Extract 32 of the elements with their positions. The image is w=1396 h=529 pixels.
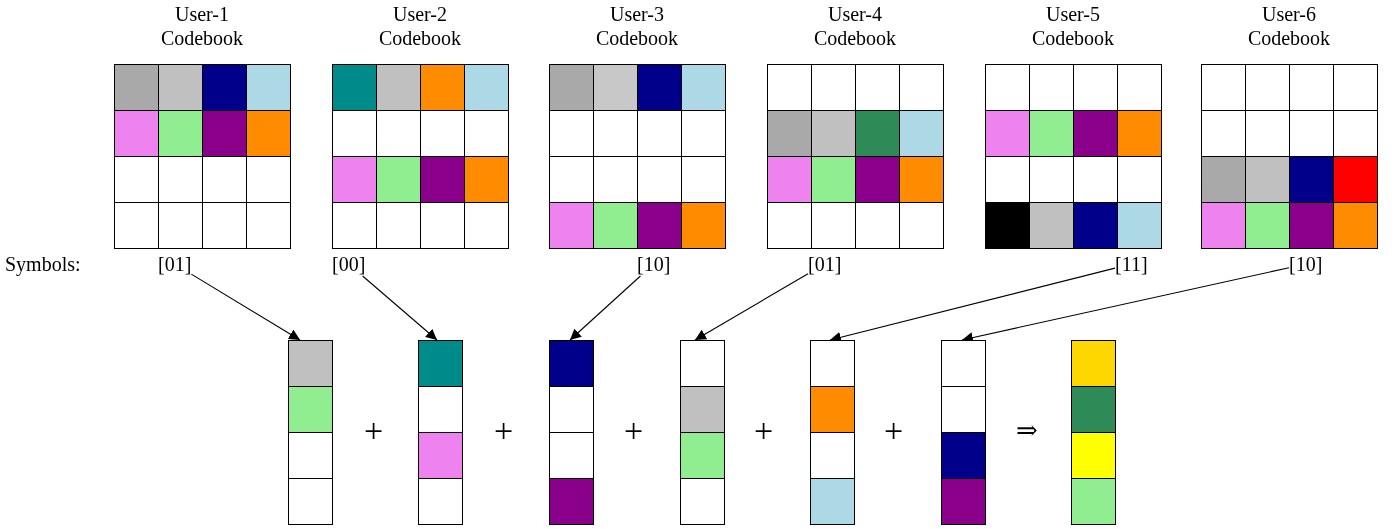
codebook-title: User-3 Codebook xyxy=(594,2,680,50)
symbol-label: [10] xyxy=(637,252,671,276)
plus-sign: + xyxy=(494,414,514,448)
plus-sign: + xyxy=(364,414,384,448)
vector-column xyxy=(680,340,725,525)
vector-column xyxy=(418,340,463,525)
symbol-label: [11] xyxy=(1115,252,1148,276)
implies-symbol: ⇒ xyxy=(1016,418,1038,444)
plus-sign: + xyxy=(624,414,644,448)
plus-sign: + xyxy=(884,414,904,448)
vector-column xyxy=(288,340,333,525)
codebook-title: User-1 Codebook xyxy=(159,2,245,50)
codebook-title: User-6 Codebook xyxy=(1246,2,1332,50)
arrow xyxy=(961,267,1290,343)
codebook-title: User-4 Codebook xyxy=(812,2,898,50)
vector-column xyxy=(1071,340,1116,525)
arrow xyxy=(569,275,641,341)
arrow xyxy=(362,275,438,341)
vector-column xyxy=(941,340,986,525)
arrow xyxy=(829,267,1116,343)
arrow xyxy=(694,273,809,341)
codebook-title: User-5 Codebook xyxy=(1030,2,1116,50)
symbol-label: [10] xyxy=(1289,252,1323,276)
symbol-label: [01] xyxy=(808,252,842,276)
symbol-label: [00] xyxy=(332,252,366,276)
row-label: Symbols: xyxy=(5,254,81,274)
vector-column xyxy=(810,340,855,525)
vector-column xyxy=(549,340,594,525)
arrow xyxy=(190,273,301,341)
codebook-title: User-2 Codebook xyxy=(377,2,463,50)
symbol-label: [01] xyxy=(158,252,192,276)
plus-sign: + xyxy=(754,414,774,448)
